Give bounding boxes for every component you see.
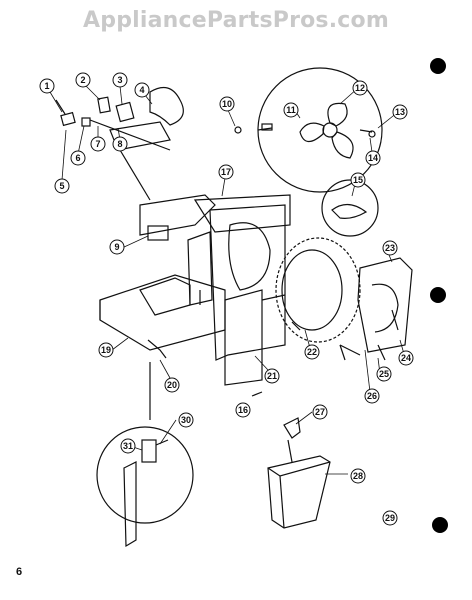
heater-detail <box>96 362 194 548</box>
svg-text:11: 11 <box>286 105 296 115</box>
callout-11: 11 <box>283 102 299 118</box>
svg-text:14: 14 <box>368 153 378 163</box>
callout-7: 7 <box>90 136 106 152</box>
svg-text:23: 23 <box>385 243 395 253</box>
fan-blade-assembly <box>234 67 383 193</box>
callout-20: 20 <box>164 377 180 393</box>
screw <box>251 391 263 397</box>
svg-text:6: 6 <box>75 153 80 163</box>
page-number: 6 <box>16 566 23 578</box>
svg-text:12: 12 <box>355 83 365 93</box>
callout-4: 4 <box>134 82 150 98</box>
svg-text:2: 2 <box>80 75 85 85</box>
drain-clip <box>283 417 301 439</box>
switch-bracket-parts <box>55 86 184 201</box>
evaporator-housing <box>139 194 291 386</box>
callout-24: 24 <box>398 350 414 366</box>
svg-text:25: 25 <box>379 369 389 379</box>
svg-text:5: 5 <box>59 181 64 191</box>
callout-15: 15 <box>350 172 366 188</box>
svg-text:4: 4 <box>139 85 144 95</box>
callout-13: 13 <box>392 104 408 120</box>
svg-text:17: 17 <box>221 167 231 177</box>
callout-29: 29 <box>382 510 398 526</box>
motor-bracket <box>339 257 413 361</box>
motor-mount-detail <box>321 179 379 237</box>
callout-21: 21 <box>264 368 280 384</box>
svg-text:27: 27 <box>315 407 325 417</box>
svg-text:21: 21 <box>267 371 277 381</box>
drip-pan <box>267 439 331 529</box>
callout-6: 6 <box>70 150 86 166</box>
svg-text:24: 24 <box>401 353 411 363</box>
callout-labels: 1 2 3 4 5 6 7 8 9 10 11 12 13 14 15 16 1… <box>39 72 414 526</box>
callout-12: 12 <box>352 80 368 96</box>
svg-text:29: 29 <box>385 513 395 523</box>
base-plate <box>99 274 226 359</box>
callout-27: 27 <box>312 404 328 420</box>
callout-30: 30 <box>178 412 194 428</box>
callout-16: 16 <box>235 402 251 418</box>
callout-14: 14 <box>365 150 381 166</box>
svg-text:7: 7 <box>95 139 100 149</box>
svg-text:15: 15 <box>353 175 363 185</box>
svg-text:1: 1 <box>44 81 49 91</box>
callout-17: 17 <box>218 164 234 180</box>
svg-text:31: 31 <box>123 441 133 451</box>
callout-22: 22 <box>304 344 320 360</box>
svg-text:20: 20 <box>167 380 177 390</box>
callout-3: 3 <box>112 72 128 88</box>
callout-10: 10 <box>219 96 235 112</box>
callout-23: 23 <box>382 240 398 256</box>
svg-text:3: 3 <box>117 75 122 85</box>
svg-text:19: 19 <box>101 345 111 355</box>
svg-text:16: 16 <box>238 405 248 415</box>
callout-8: 8 <box>112 136 128 152</box>
svg-text:26: 26 <box>367 391 377 401</box>
fan-shroud <box>275 237 361 343</box>
binding-hole-bottom <box>432 517 448 533</box>
callout-25: 25 <box>376 366 392 382</box>
callout-2: 2 <box>75 72 91 88</box>
svg-text:22: 22 <box>307 347 317 357</box>
callout-28: 28 <box>350 468 366 484</box>
callout-19: 19 <box>98 342 114 358</box>
callout-1: 1 <box>39 78 55 94</box>
callout-9: 9 <box>109 239 125 255</box>
watermark-text: AppliancePartsPros.com <box>83 8 389 33</box>
svg-text:30: 30 <box>181 415 191 425</box>
callout-5: 5 <box>54 178 70 194</box>
svg-text:28: 28 <box>353 471 363 481</box>
callout-31: 31 <box>120 438 136 454</box>
svg-text:9: 9 <box>114 242 119 252</box>
svg-text:8: 8 <box>117 139 122 149</box>
binding-hole-middle <box>430 287 446 303</box>
svg-text:10: 10 <box>222 99 232 109</box>
callout-26: 26 <box>364 388 380 404</box>
binding-hole-top <box>430 58 446 74</box>
svg-text:13: 13 <box>395 107 405 117</box>
